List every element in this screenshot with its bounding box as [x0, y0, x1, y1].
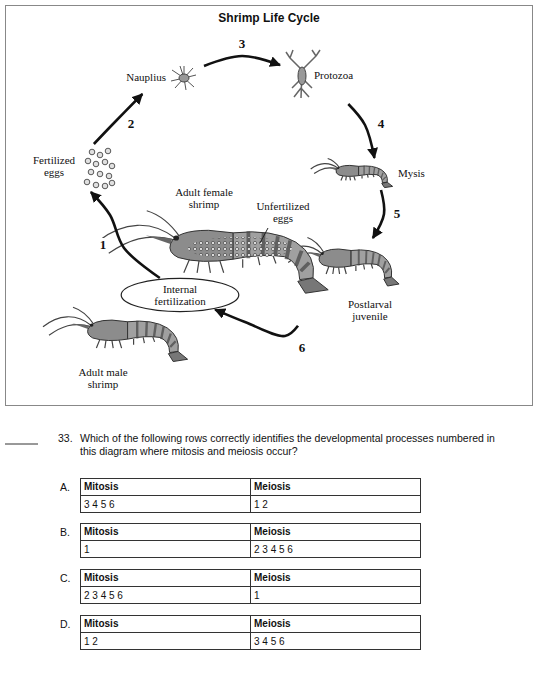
nauplius-body — [179, 74, 189, 82]
nauplius-appendage — [171, 66, 196, 90]
step-number: 2 — [127, 117, 136, 131]
cycle-arrow — [94, 94, 142, 144]
table-cell: Mitosis — [84, 526, 118, 538]
leader-line — [260, 228, 268, 243]
stage-label: Fertilized eggs — [26, 154, 82, 178]
diagram-title: Shrimp Life Cycle — [0, 11, 538, 25]
stage-label: Adult female shrimp — [162, 186, 246, 210]
protozoa-body — [298, 67, 306, 85]
step-number: 1 — [99, 238, 108, 252]
mysis-shrimp — [311, 159, 393, 188]
node-text-group: Mysis — [398, 167, 438, 179]
cycle-arrow — [373, 190, 384, 238]
table-cell: 3 4 5 6 — [254, 636, 285, 648]
step-number: 3 — [238, 37, 247, 51]
table-cell: 1 — [254, 590, 260, 602]
node-text-group: Adult male shrimp — [71, 366, 135, 390]
stage-node: Nauplius — [112, 62, 204, 94]
stage-node: Adult male shrimp — [55, 308, 190, 396]
unfertilized-eggs — [188, 237, 292, 259]
answer-table — [81, 479, 421, 650]
cycle-arrow — [91, 192, 160, 278]
callout-label: Unfertilized eggs — [252, 200, 314, 224]
step-number: 5 — [393, 207, 402, 221]
stage-label: Protozoa — [314, 69, 370, 81]
cycle-arrow — [215, 310, 298, 337]
stage-node: Postlarval juvenile — [298, 238, 406, 328]
table-cell: Mitosis — [84, 618, 118, 630]
table-cell: 3 4 5 6 — [84, 499, 115, 511]
stage-label: Internal fertilization — [137, 283, 223, 307]
node-text-group: Nauplius — [116, 71, 166, 83]
table-cell: A. — [60, 481, 70, 494]
node-text-group: Protozoa — [314, 69, 370, 81]
table-cell: 1 — [84, 544, 90, 556]
egg-cluster — [84, 148, 115, 189]
table-cell: 2 3 4 5 6 — [254, 544, 293, 556]
table-cell: 2 3 4 5 6 — [84, 590, 123, 602]
step-number: 6 — [298, 341, 307, 355]
stage-node: Mysis — [318, 158, 440, 190]
node-text-group: Postlarval juvenile — [338, 298, 402, 322]
question-text: 33. — [58, 432, 73, 445]
cycle-arrow — [348, 104, 374, 158]
table-cell: 1 2 — [84, 636, 98, 648]
table-cell: B. — [60, 526, 70, 539]
cycle-arrow — [204, 56, 280, 66]
answer-blank — [5, 444, 38, 445]
panel-border — [6, 6, 533, 406]
table-cell: Meiosis — [254, 618, 291, 630]
stage-label: Adult male shrimp — [71, 366, 135, 390]
node-text-group: Fertilized eggs — [26, 154, 82, 178]
male-shrimp — [43, 307, 188, 361]
table-cell: D. — [60, 618, 71, 631]
table-cell: C. — [60, 572, 71, 585]
table-cell: Meiosis — [254, 526, 291, 538]
step-number: 4 — [377, 117, 386, 131]
oval-shape — [121, 278, 239, 311]
stage-label: Postlarval juvenile — [338, 298, 402, 322]
table-cell: Meiosis — [254, 481, 291, 493]
stage-node: Protozoa — [280, 48, 372, 104]
node-text-group: Internal fertilization — [137, 283, 223, 307]
stage-node: Fertilized eggs — [26, 144, 116, 192]
table-cell: Mitosis — [84, 572, 118, 584]
process-oval: Internal fertilization — [120, 277, 240, 313]
table-cell: 1 2 — [254, 499, 268, 511]
node-text-group: Adult female shrimp — [162, 186, 246, 210]
question-text: Which of the following rows correctly id… — [80, 432, 500, 458]
stage-label: Mysis — [398, 167, 438, 179]
table-cell: Meiosis — [254, 572, 291, 584]
stage-label: Nauplius — [116, 71, 166, 83]
table-cell: Mitosis — [84, 481, 118, 493]
